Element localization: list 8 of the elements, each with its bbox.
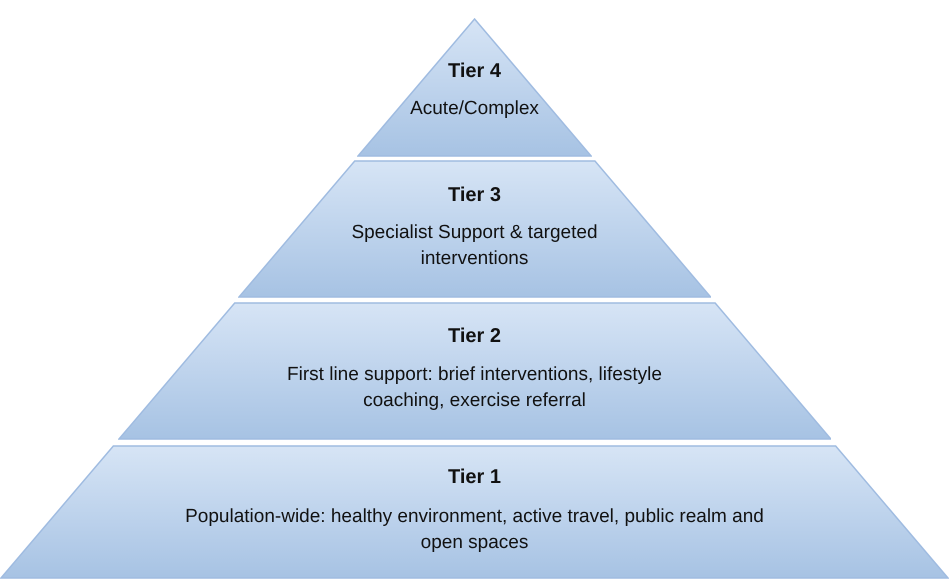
tier-description: Population-wide: healthy environment, active travel, public realm and open spaces [184,505,764,555]
tier-heading: Tier 1 [448,466,501,489]
tier-heading: Tier 2 [448,325,501,348]
tier-description: Specialist Support & targeted interventions [350,221,599,271]
tier-heading: Tier 3 [448,184,501,207]
tier-description: Acute/Complex [410,97,539,121]
tier-heading: Tier 4 [448,60,501,83]
tier-description: First line support: brief interventions, lifestyle coaching, exercise referral [286,363,663,413]
